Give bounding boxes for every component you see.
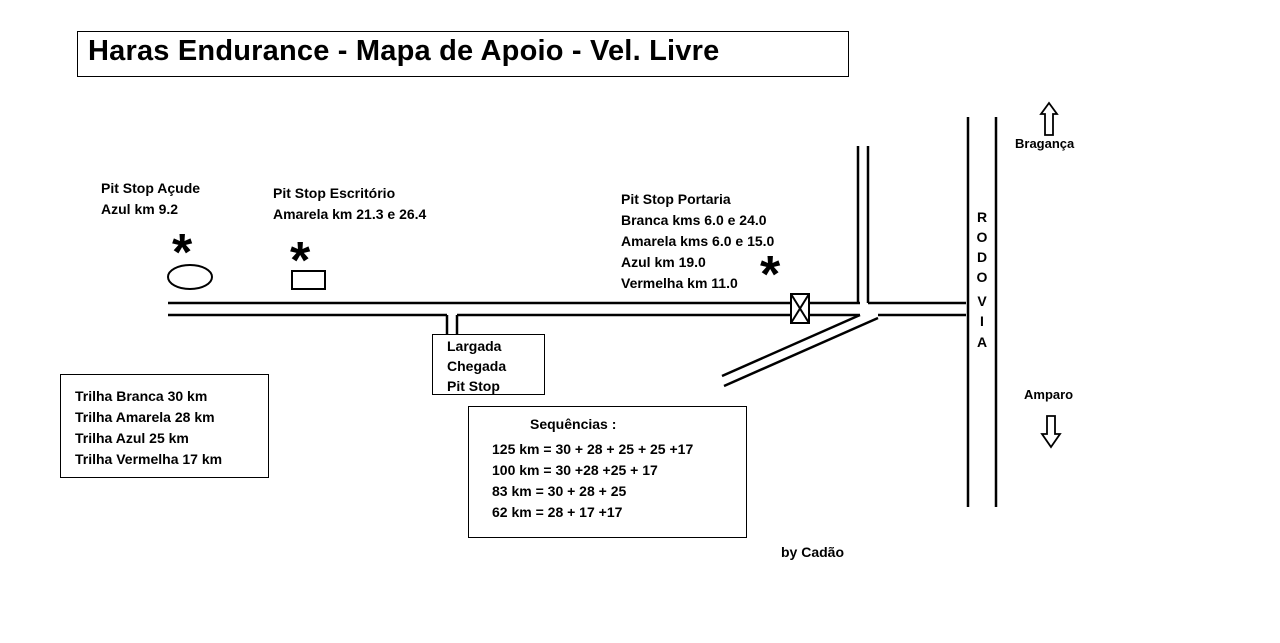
pond-icon [167,264,213,290]
sequence-line: 83 km = 30 + 28 + 25 [492,483,627,499]
trail-red: Trilha Vermelha 17 km [75,451,223,467]
sequences-box [468,406,747,538]
highway-letter: V [977,293,987,309]
trail-white: Trilha Branca 30 km [75,388,208,404]
base-line-pitstop: Pit Stop [447,378,500,394]
destination-north: Bragança [1015,136,1075,151]
base-line-start: Largada [447,338,502,354]
base-line-finish: Chegada [447,358,507,374]
sequence-line: 100 km = 30 +28 +25 + 17 [492,462,658,478]
pit-portaria-line: Azul km 19.0 [621,254,706,270]
pit-escritorio-info: Amarela km 21.3 e 26.4 [273,206,427,222]
pit-portaria-line: Vermelha km 11.0 [621,275,738,291]
sequence-line: 125 km = 30 + 28 + 25 + 25 +17 [492,441,694,457]
highway-letter: I [980,313,984,329]
destination-south: Amparo [1024,387,1074,402]
pit-escritorio-marker-icon: * [290,232,311,290]
diagonal-road-edge-2 [723,316,879,388]
trail-yellow: Trilha Amarela 28 km [75,409,215,425]
base-box [432,334,545,395]
title-box [77,31,849,77]
arrow-down-icon [1040,415,1062,449]
trails-legend-box [60,374,269,478]
sequence-line: 62 km = 28 + 17 +17 [492,504,623,520]
diagonal-road-edge-1 [721,313,861,378]
highway-letter: D [976,249,988,265]
pit-portaria-line: Branca kms 6.0 e 24.0 [621,212,767,228]
sequences-heading: Sequências : [530,416,617,432]
map-title: Haras Endurance - Mapa de Apoio - Vel. L… [88,35,720,67]
gate-icon [790,293,810,324]
pit-acude-name: Pit Stop Açude [101,180,201,196]
pit-acude-marker-icon: * [172,224,193,282]
highway-letter: O [976,269,988,285]
office-icon [291,270,326,290]
arrow-up-icon [1039,101,1059,136]
trail-blue: Trilha Azul 25 km [75,430,189,446]
highway-letter: R [976,209,988,225]
pit-portaria-name: Pit Stop Portaria [621,191,731,207]
pit-acude-info: Azul km 9.2 [101,201,179,217]
pit-escritorio-name: Pit Stop Escritório [273,185,396,201]
highway-letter: O [976,229,988,245]
highway-letter: A [976,334,988,350]
pit-portaria-marker-icon: * [760,246,781,304]
author-credit: by Cadão [781,544,845,560]
pit-portaria-line: Amarela kms 6.0 e 15.0 [621,233,775,249]
